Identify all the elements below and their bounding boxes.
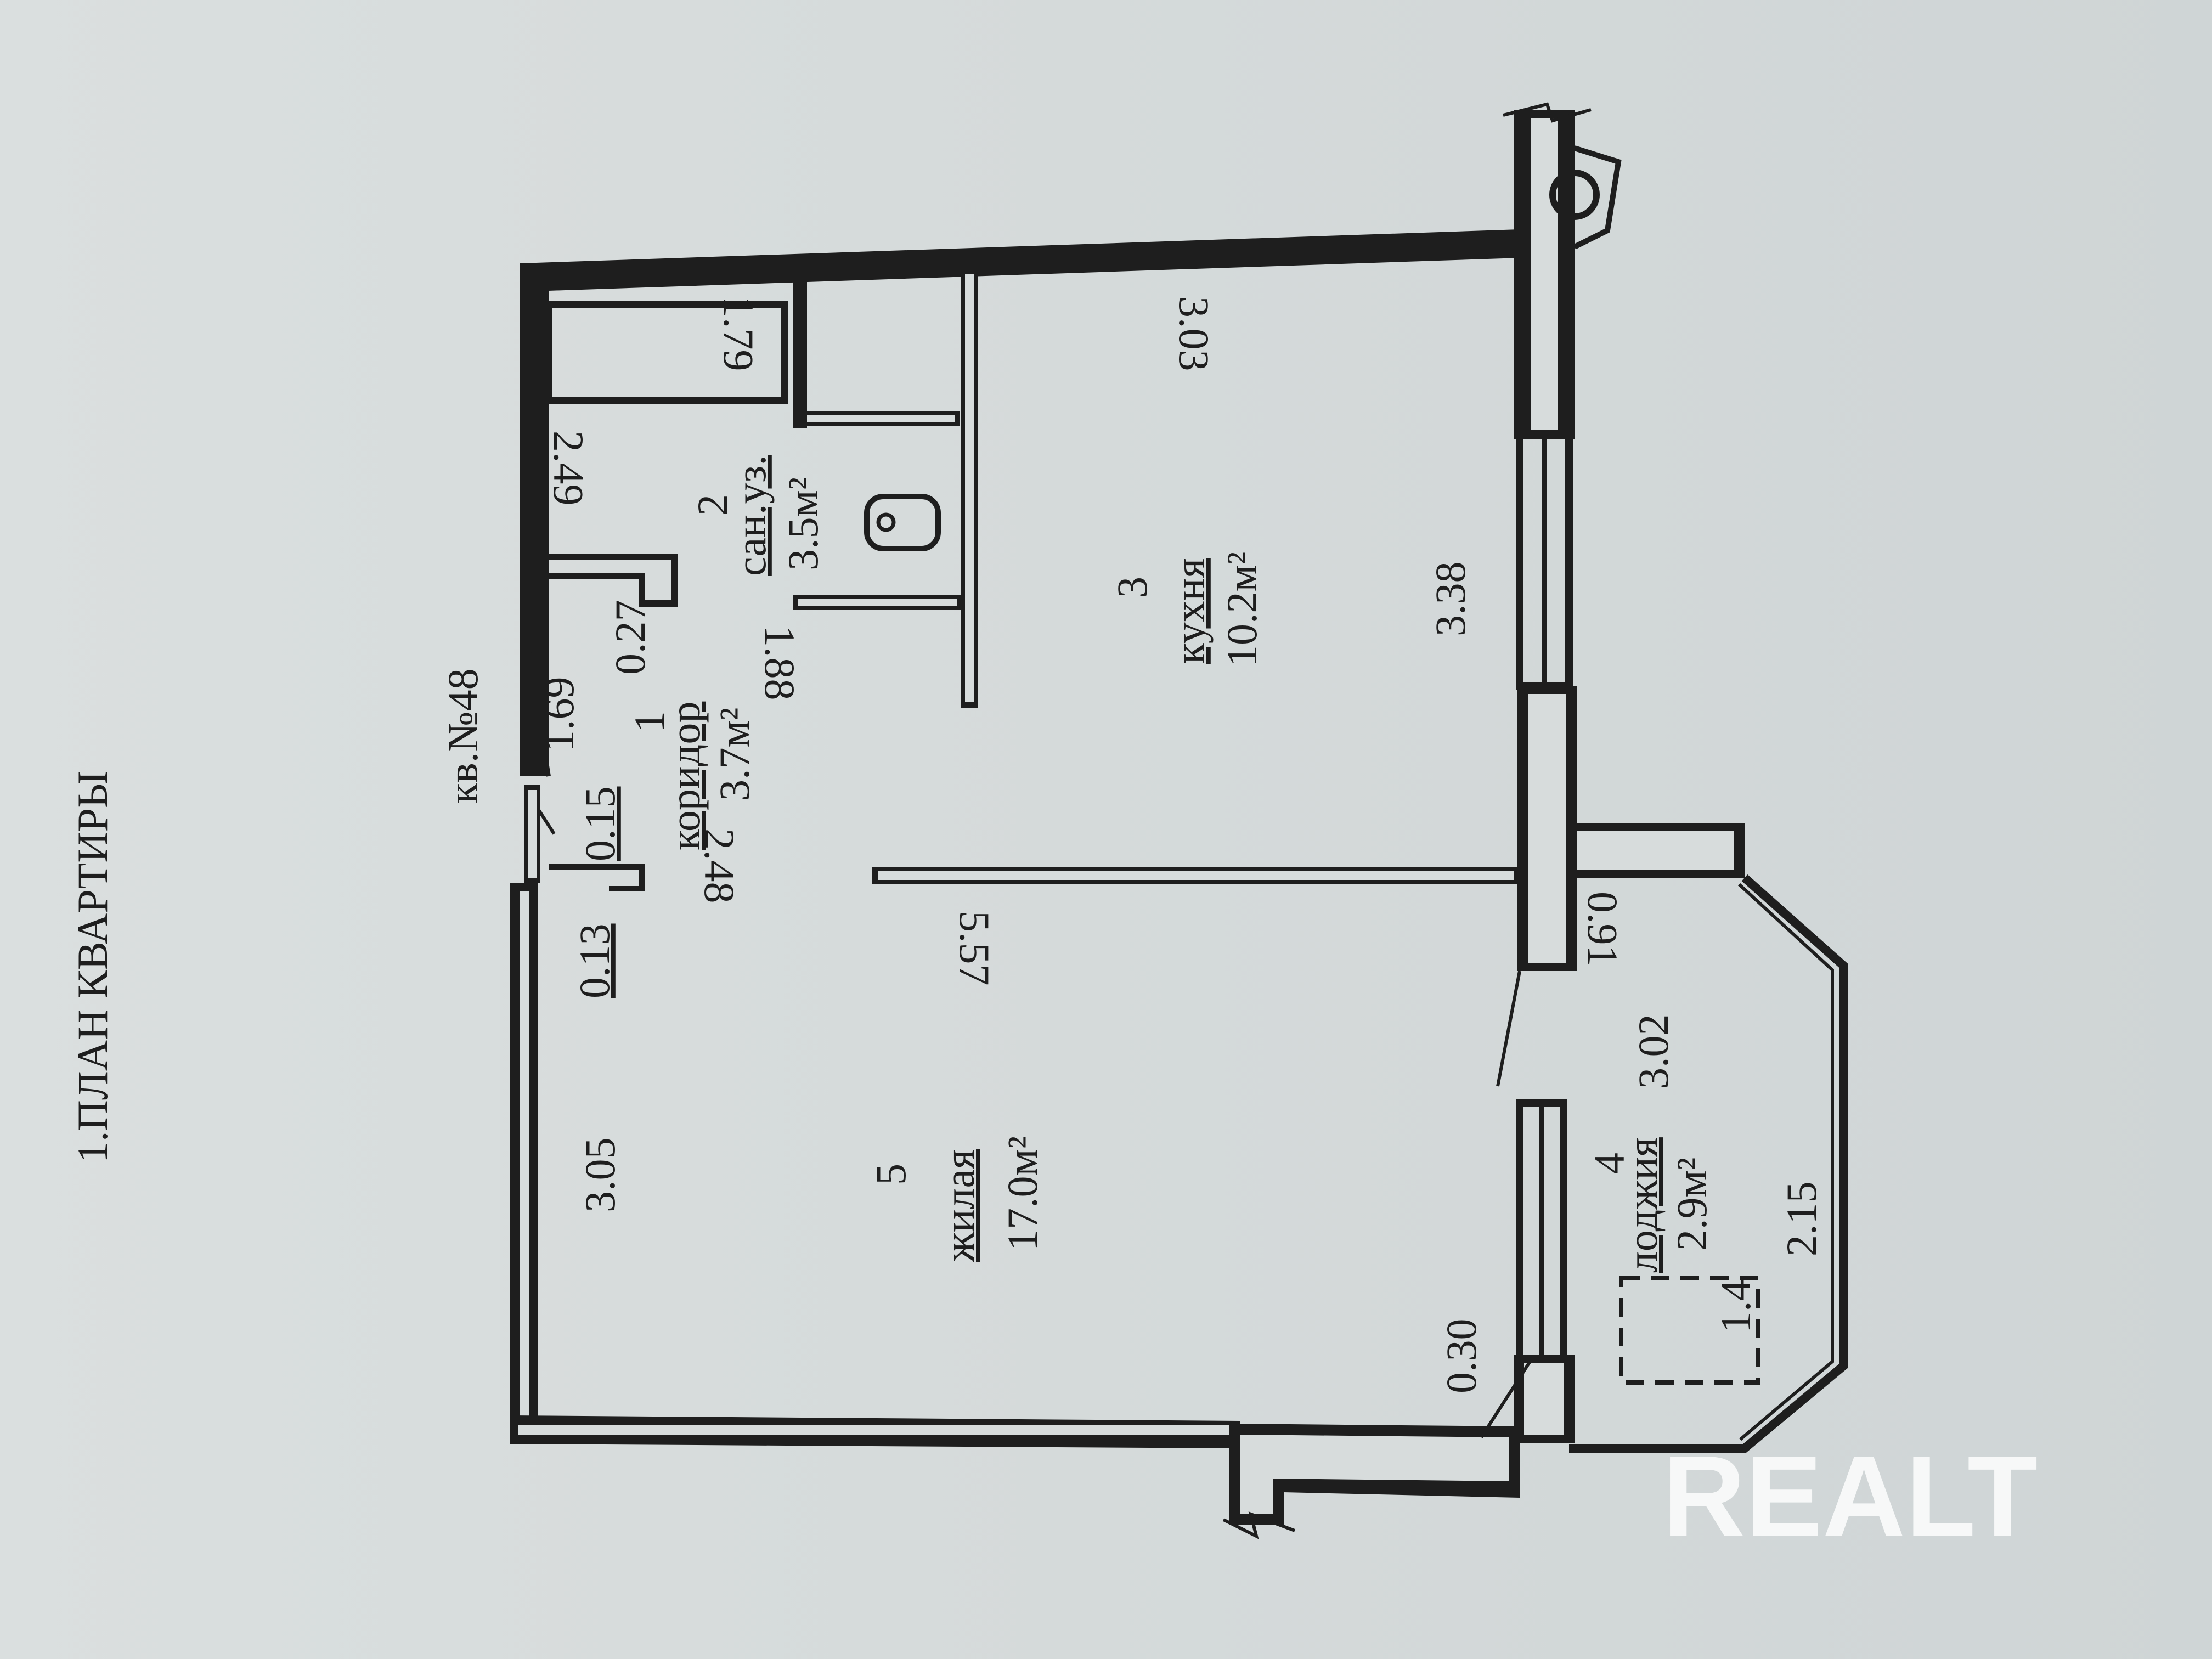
room5-area: 17.0м² [998, 1136, 1046, 1251]
wall-top [520, 229, 1520, 776]
room1-name: коридор [661, 702, 709, 850]
partitions [524, 269, 1520, 891]
bathtub [545, 301, 788, 404]
room1-area: 3.7м² [710, 708, 758, 801]
dim-0-91: 0.91 [1579, 891, 1627, 967]
labels: 1.ПЛАН КВАРТИРЫ кв.№48 1 коридор 3.7м² 2… [69, 296, 1825, 1393]
apartment-label: кв.№48 [439, 668, 487, 804]
room2-name: сан.уз. [727, 455, 775, 576]
vent-circle [1549, 170, 1600, 220]
dim-1-4: 1.4 [1712, 1280, 1759, 1334]
toilet [864, 494, 941, 551]
dim-2-15: 2.15 [1778, 1182, 1825, 1257]
dim-5-57: 5.57 [951, 911, 998, 986]
room5-number: 5 [867, 1164, 915, 1185]
dim-0-27: 0.27 [606, 600, 654, 675]
room4-area: 2.9м² [1668, 1158, 1716, 1251]
loggia-outline [1569, 874, 1848, 1453]
plan-title: 1.ПЛАН КВАРТИРЫ [69, 771, 116, 1163]
walls [510, 102, 1848, 1539]
room5-name: жилая [935, 1149, 983, 1262]
room2-area: 3.5м² [779, 477, 827, 571]
dim-3-02: 3.02 [1629, 1014, 1677, 1090]
dim-0-15: 0.15 [576, 787, 624, 862]
loggia-dashed-box [1619, 1276, 1760, 1385]
dim-0-13: 0.13 [571, 924, 618, 999]
dim-1-79: 1.79 [715, 296, 763, 371]
dim-1-69: 1.69 [535, 677, 583, 752]
room3-number: 3 [1108, 577, 1156, 598]
room3-area: 10.2м² [1218, 552, 1266, 667]
dim-3-38: 3.38 [1426, 562, 1474, 637]
room4-number: 4 [1585, 1153, 1633, 1174]
room1-number: 1 [625, 711, 673, 732]
dim-0-30: 0.30 [1437, 1319, 1485, 1394]
door-loggia [1496, 970, 1521, 1087]
dim-3-05: 3.05 [576, 1138, 624, 1213]
wall-top-inner [529, 240, 1514, 776]
realt-watermark: REALT [1662, 1432, 2038, 1561]
room3-name: кухня [1166, 558, 1214, 664]
dim-2-48: 2.48 [696, 828, 743, 904]
room2-number: 2 [689, 494, 736, 516]
dim-3-03: 3.03 [1170, 296, 1218, 371]
dim-2-49: 2.49 [545, 431, 592, 506]
room4-name: лоджия [1618, 1137, 1666, 1273]
dim-1-88: 1.88 [756, 625, 804, 701]
